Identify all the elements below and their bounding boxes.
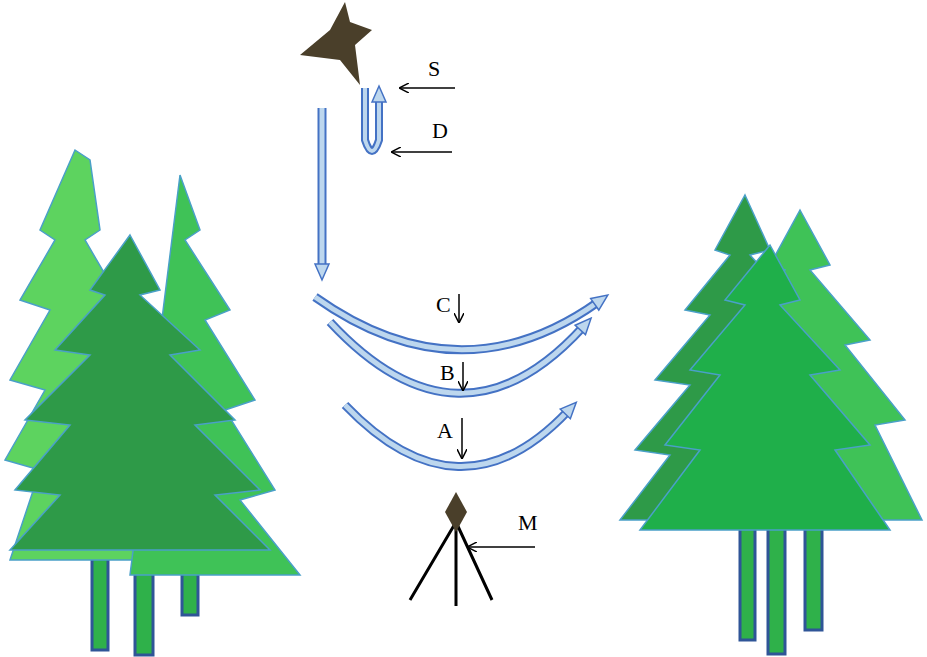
callout-letter: S bbox=[428, 58, 440, 80]
bat-figure bbox=[300, 2, 372, 85]
sound-paths bbox=[315, 88, 598, 467]
microphone-tripod bbox=[410, 492, 492, 606]
pointer-arrows bbox=[392, 88, 535, 547]
left-trees bbox=[5, 150, 300, 575]
right-trees bbox=[620, 195, 922, 530]
callout-letter: B bbox=[440, 362, 455, 384]
callout-letter: A bbox=[437, 420, 453, 442]
callout-letter: D bbox=[432, 120, 448, 142]
callout-letter: M bbox=[518, 512, 538, 534]
callout-letter: C bbox=[436, 294, 451, 316]
